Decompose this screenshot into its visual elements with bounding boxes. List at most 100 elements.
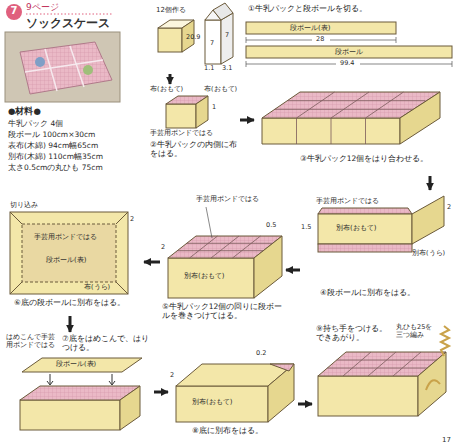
dimension: 2 [170,372,174,380]
fit-arrows [47,374,115,385]
step-group: ④段ボールに別布をはる。 [300,190,455,316]
step-arrow [144,261,160,264]
carton-box [196,96,208,128]
carton-cube [158,28,182,52]
dimension: 2 [447,204,451,212]
materials-line: 太さ0.5cmの丸ひも 75cm [8,163,103,172]
dimension: 1.5 [301,224,311,232]
step-caption: ①牛乳パックと段ボールを切る。 [248,4,398,13]
handle [426,380,440,390]
step-caption: ⑨持ち手をつける。できあがり。 [316,324,392,342]
page-title: ソックスケース [26,16,110,30]
page-number: 17 [442,436,451,444]
step-arrow [69,316,72,332]
step-arrow [169,74,172,84]
cardboard-base [22,224,116,282]
materials-line: 段ボール 100cm×30cm [8,130,95,139]
page-ref: 9ページ [26,2,59,13]
photo [5,32,120,102]
grid-lines [275,92,426,144]
dimension: 20.9 [186,34,200,42]
step-group: ①牛乳パックと段ボールを切る。 [150,2,455,74]
step-arrow [286,269,300,272]
step-group: ③牛乳パック12個をはり合わせる。 [254,84,455,176]
part-label: 手芸用ボンドではる [150,130,213,138]
dimension: 1.1 [204,65,214,73]
step-arrow [429,176,432,190]
materials-line: 牛乳パック 4個 [8,119,63,128]
dimension: 2 [161,244,165,252]
part-label: 手芸用ボンドではる [316,198,379,206]
dimension: 0.5 [266,222,276,230]
part-label: 手芸用ボンドではる [34,234,97,242]
box-body [20,400,120,430]
finished-box [318,376,418,416]
box-body [20,386,140,400]
wrapped-box [168,258,254,298]
photo-tray [20,42,112,94]
carton-box [166,104,196,128]
step-group: ⑥底の段ボールに別布をはる。 [4,200,144,316]
materials-line: 別布(木綿) 110cm幅35cm [8,152,103,161]
part-label: 別布(おもて) [336,224,376,232]
step-caption: ⑦底をはめこんで、はりつける。 [62,334,152,352]
dimension: 99.4 [340,60,354,68]
part-label: 布(おもて) [150,86,183,94]
materials-line: 表布(木綿) 94cm幅65cm [8,141,98,150]
grid-lines [177,236,272,258]
braid [441,326,449,356]
part-label: 段ボール(表) [46,256,86,264]
milk-carton [221,13,233,64]
dimension: 7 [225,32,229,40]
step-arrow [298,403,312,406]
cut-lines [10,212,128,294]
bottom-board [22,358,142,372]
dimension: 28 [316,36,324,44]
part-label: 別布(うら) [412,250,445,258]
finished-box [418,352,446,416]
fabric-flap [318,244,412,252]
dimension: 2 [130,216,134,224]
photo-dividers [25,46,103,91]
step-arrow [154,391,168,394]
grid-lines [327,352,436,376]
cardboard-panel [318,214,412,244]
part-label: 段ボール [335,48,363,56]
part-label: 段ボール(表) [290,24,330,32]
dimension-line [246,37,396,43]
part-label: 段ボール(表) [56,361,96,369]
step-caption: ⑧底に別布をはる。 [192,426,296,435]
box-body [268,364,294,422]
cardboard-panel [412,196,444,244]
dimension-line [246,61,452,67]
dimension: 3.1 [222,65,232,73]
cardboard-strip [246,46,452,58]
materials-line: ●材料● [8,106,41,116]
photo-sock [35,57,45,67]
step-group: ⑤牛乳パック12個の回りに段ボールを巻きつけてはる。 [160,180,286,326]
step-caption: ⑥底の段ボールに別布をはる。 [14,298,142,307]
part-label: 別布(おもて) [192,398,232,406]
leader-line [206,207,212,238]
step-arrow [240,119,254,122]
step-caption: ④段ボールに別布をはる。 [320,288,450,297]
step-caption: ③牛乳パック12個をはり合わせる。 [300,154,450,163]
step-group: ⑦底をはめこんで、はりつける。 [4,332,154,440]
part-label: 12個作る [156,6,186,14]
step-caption: ②牛乳パックの内側に布をはる。 [150,140,240,158]
dimension: 0.2 [256,350,266,358]
badge-number: 7 [6,5,22,17]
step-caption: ⑤牛乳パック12個の回りに段ボールを巻きつけてはる。 [162,302,284,320]
step-group: ②牛乳パックの内側に布をはる。 [148,84,240,166]
fabric-flap [318,208,412,214]
milk-carton [205,20,221,64]
fabric-corner [270,364,294,371]
wrapped-box [254,236,282,298]
dimension: 7 [210,40,214,48]
part-label: 手芸用ボンドではる [196,196,259,204]
part-label: はめこんで手芸用ボンドではる [6,334,58,350]
step-group: ⑧底に別布をはる。 [168,334,298,438]
box-body [176,386,268,422]
part-label: 切り込み [10,202,38,210]
part-label: 布(うら) [84,284,110,292]
